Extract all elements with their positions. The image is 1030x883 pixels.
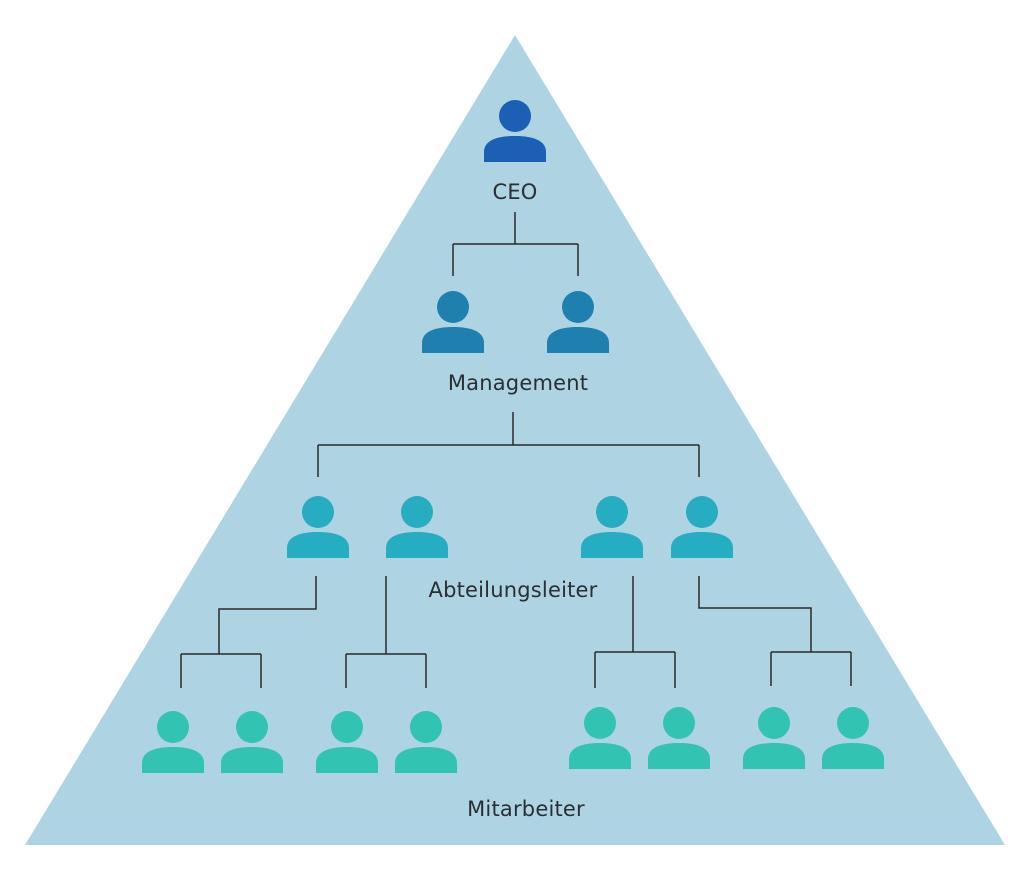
people bbox=[142, 100, 884, 773]
person-icon bbox=[569, 707, 631, 769]
person-icon bbox=[422, 291, 484, 353]
person-icon bbox=[221, 711, 283, 773]
connector-abt1-team bbox=[180, 576, 317, 688]
person-icon bbox=[822, 707, 884, 769]
person-icon bbox=[386, 496, 448, 558]
connector-abt3-team bbox=[594, 576, 676, 688]
person-icon bbox=[648, 707, 710, 769]
person-icon bbox=[316, 711, 378, 773]
person-icon bbox=[547, 291, 609, 353]
connector-abt2-team bbox=[345, 576, 427, 688]
person-icon bbox=[484, 100, 546, 162]
person-icon bbox=[287, 496, 349, 558]
pyramid-background bbox=[25, 35, 1005, 845]
level-label-mitarbeiter: Mitarbeiter bbox=[467, 797, 585, 821]
level-label-management: Management bbox=[447, 371, 589, 395]
person-icon bbox=[581, 496, 643, 558]
level-label-ceo: CEO bbox=[492, 180, 538, 204]
connector-lines bbox=[180, 212, 852, 688]
person-icon bbox=[671, 496, 733, 558]
connector-management-abteilungsleiter bbox=[317, 412, 700, 477]
person-icon bbox=[142, 711, 204, 773]
connector-abt4-team bbox=[698, 576, 852, 686]
person-icon bbox=[743, 707, 805, 769]
person-icon bbox=[395, 711, 457, 773]
connector-ceo-management bbox=[452, 212, 579, 276]
level-label-abteilungsleiter: Abteilungsleiter bbox=[428, 578, 598, 602]
